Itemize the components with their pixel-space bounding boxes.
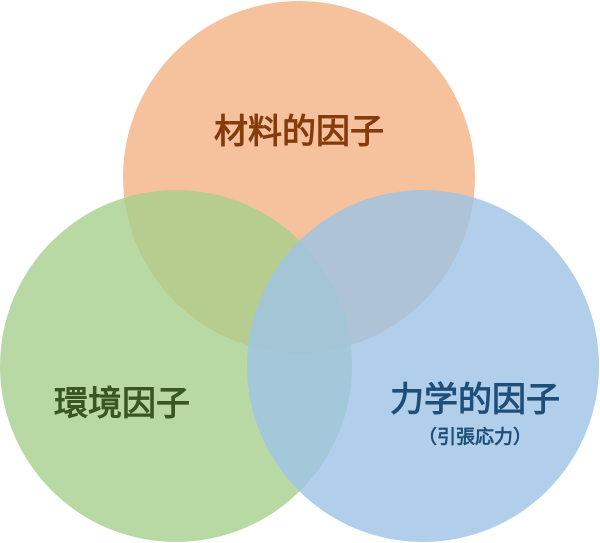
mechanical-factor-label: 力学的因子 xyxy=(390,380,560,420)
mechanical-factor-circle xyxy=(247,190,599,542)
environment-factor-label: 環境因子 xyxy=(54,384,190,424)
material-factor-label: 材料的因子 xyxy=(214,112,384,152)
environment-factor-circle xyxy=(0,190,352,542)
mechanical-factor-sublabel: （引張応力） xyxy=(418,425,532,448)
